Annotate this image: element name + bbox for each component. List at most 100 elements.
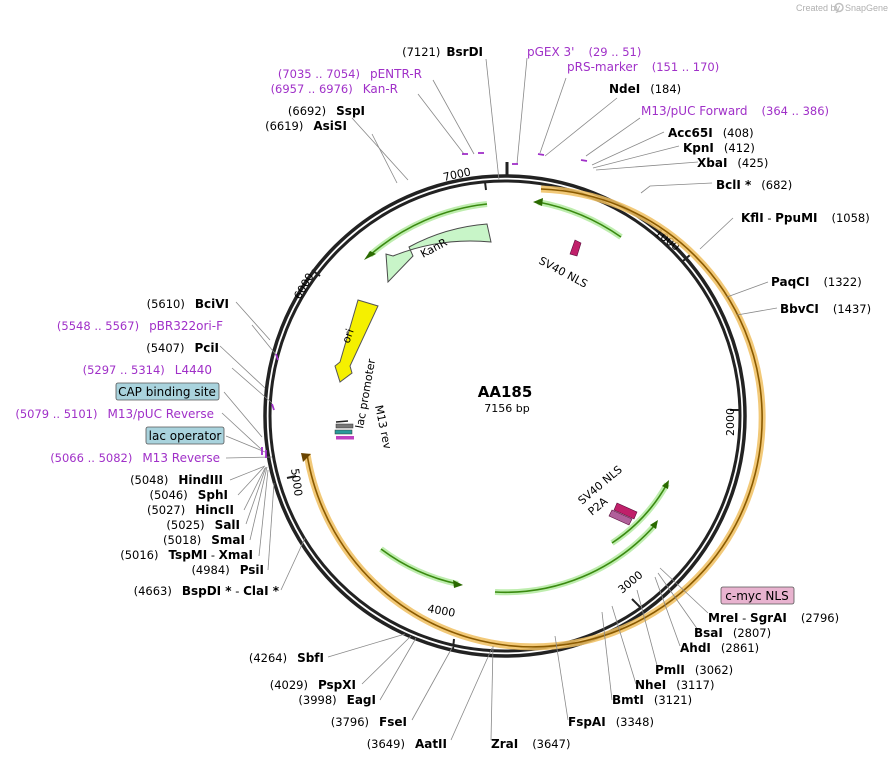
- svg-text:PaqCI(1322): PaqCI(1322): [771, 275, 862, 289]
- site-ndei: NdeI(184): [609, 82, 681, 96]
- svg-text:(6619)AsiSI: (6619)AsiSI: [265, 119, 347, 133]
- svg-text:PmlI(3062): PmlI(3062): [655, 663, 733, 677]
- credit-prefix: Created by: [796, 3, 841, 13]
- site-bbvci: BbvCI(1437): [780, 302, 871, 316]
- tick-label-7000: 7000: [442, 165, 472, 184]
- site-bcli: BclI *(682): [716, 178, 792, 192]
- primer-m13-reverse: (5066 .. 5082)M13 Reverse: [50, 451, 220, 465]
- lac-operator-label: lac operator: [149, 429, 222, 443]
- c-myc-nls-label: c-myc NLS: [725, 589, 788, 603]
- site-hindiii: (5048)HindIII: [130, 473, 223, 487]
- svg-text:(5018)SmaI: (5018)SmaI: [163, 533, 245, 547]
- site-smai: (5018)SmaI: [163, 533, 245, 547]
- site-bcivi: (5610)BciVI: [147, 297, 229, 311]
- site-sspi: (6692)SspI: [288, 104, 365, 118]
- primer-pentr-r: (7035 .. 7054)pENTR-R: [278, 67, 422, 81]
- leader-lines: [219, 57, 778, 741]
- svg-text:BsaI(2807): BsaI(2807): [694, 626, 771, 640]
- lac-promoter-label: lac promoter: [353, 357, 378, 429]
- site-acc65i: Acc65I(408): [668, 126, 754, 140]
- ori-label: ori: [340, 327, 357, 345]
- svg-text:NheI(3117): NheI(3117): [635, 678, 714, 692]
- svg-text:(5066 .. 5082)M13 Reverse: (5066 .. 5082)M13 Reverse: [50, 451, 220, 465]
- site-sali: (5025)SalI: [166, 518, 240, 532]
- svg-text:(5079 .. 5101)M13/pUC Reverse: (5079 .. 5101)M13/pUC Reverse: [15, 407, 214, 421]
- ori-feature-arrow: [334, 299, 379, 383]
- tick-label-2000: 2000: [724, 408, 737, 436]
- svg-text:FspAI(3348): FspAI(3348): [568, 715, 654, 729]
- svg-text:(3649)AatII: (3649)AatII: [367, 737, 447, 751]
- green-arcs: [364, 198, 670, 596]
- svg-text:pRS-marker(151 .. 170): pRS-marker(151 .. 170): [567, 60, 719, 74]
- site-pcii: (5407)PciI: [146, 341, 219, 355]
- svg-text:M13/pUC Forward(364 .. 386): M13/pUC Forward(364 .. 386): [641, 104, 829, 118]
- svg-text:(5407)PciI: (5407)PciI: [146, 341, 219, 355]
- site-sbfi: (4264)SbfI: [249, 651, 324, 665]
- svg-text:(5025)SalI: (5025)SalI: [166, 518, 240, 532]
- site-psii: (4984)PsiI: [191, 563, 264, 577]
- tick-label-4000: 4000: [426, 602, 456, 620]
- tick-label-3000: 3000: [616, 568, 646, 596]
- site-kpni: KpnI(412): [683, 141, 755, 155]
- svg-text:ZraI(3647): ZraI(3647): [491, 737, 570, 751]
- site-fspai: FspAI(3348): [568, 715, 654, 729]
- site-nhei: NheI(3117): [635, 678, 714, 692]
- site-bspdi-clai: (4663)BspDI * - ClaI *: [134, 584, 280, 598]
- svg-text:(5048)HindIII: (5048)HindIII: [130, 473, 223, 487]
- svg-text:KflI - PpuMI(1058): KflI - PpuMI(1058): [741, 211, 870, 225]
- svg-text:(4663)BspDI * - ClaI *: (4663)BspDI * - ClaI *: [134, 584, 280, 598]
- site-hincii: (5027)HincII: [147, 503, 234, 517]
- orf-orange-line: [306, 188, 763, 648]
- svg-text:(6957 .. 6976)Kan-R: (6957 .. 6976)Kan-R: [271, 82, 398, 96]
- site-bsrdi: (7121)BsrDI: [402, 45, 483, 59]
- cap-binding-site-label: CAP binding site: [118, 385, 216, 399]
- sv40-nls-top-mark: [569, 239, 582, 257]
- cap-binding-site-tag: CAP binding site: [115, 382, 220, 401]
- backbone-inner: [268, 179, 742, 653]
- primer-pgex3: pGEX 3'(29 .. 51): [527, 45, 641, 59]
- site-aatii: (3649)AatII: [367, 737, 447, 751]
- lac-operator-tag: lac operator: [145, 426, 225, 445]
- site-eagi: (3998)EagI: [298, 693, 376, 707]
- site-xbai: XbaI(425): [697, 156, 768, 170]
- svg-text:AhdI(2861): AhdI(2861): [680, 641, 759, 655]
- kanr-feature-arrow: [385, 223, 492, 284]
- tick-label-6000: 6000: [291, 271, 316, 302]
- sv40-nls-top-label: SV40 NLS: [537, 254, 590, 291]
- primer-m13-puc-reverse: (5079 .. 5101)M13/pUC Reverse: [15, 407, 214, 421]
- primer-marks: [261, 152, 588, 458]
- svg-text:BclI *(682): BclI *(682): [716, 178, 792, 192]
- primer-m13-puc-forward: M13/pUC Forward(364 .. 386): [641, 104, 829, 118]
- svg-text:BmtI(3121): BmtI(3121): [612, 693, 692, 707]
- tick-label-5000: 5000: [288, 468, 305, 498]
- svg-text:(7035 .. 7054)pENTR-R: (7035 .. 7054)pENTR-R: [278, 67, 422, 81]
- svg-text:MreI - SgrAI(2796): MreI - SgrAI(2796): [708, 611, 839, 625]
- primer-prs-marker: pRS-marker(151 .. 170): [567, 60, 719, 74]
- credit-brand: SnapGene: [845, 3, 888, 13]
- c-myc-nls-tag: c-myc NLS: [720, 586, 795, 605]
- site-ahdi: AhdI(2861): [680, 641, 759, 655]
- svg-text:(5046)SphI: (5046)SphI: [150, 488, 229, 502]
- svg-text:Acc65I(408): Acc65I(408): [668, 126, 754, 140]
- backbone-outer: [263, 174, 747, 658]
- site-sphi: (5046)SphI: [150, 488, 229, 502]
- svg-text:(5027)HincII: (5027)HincII: [147, 503, 234, 517]
- svg-text:pGEX 3'(29 .. 51): pGEX 3'(29 .. 51): [527, 45, 641, 59]
- lac-feature-marks: [334, 420, 354, 440]
- svg-text:(7121)BsrDI: (7121)BsrDI: [402, 45, 483, 59]
- sv40-p2a-marks: [608, 502, 638, 526]
- site-bmti: BmtI(3121): [612, 693, 692, 707]
- site-paqci: PaqCI(1322): [771, 275, 862, 289]
- svg-text:(5016)TspMI - XmaI: (5016)TspMI - XmaI: [120, 548, 253, 562]
- primer-pbr322ori-f: (5548 .. 5567)pBR322ori-F: [57, 319, 223, 333]
- site-bsai: BsaI(2807): [694, 626, 771, 640]
- svg-text:(5548 .. 5567)pBR322ori-F: (5548 .. 5567)pBR322ori-F: [57, 319, 223, 333]
- svg-text:NdeI(184): NdeI(184): [609, 82, 681, 96]
- svg-text:(4984)PsiI: (4984)PsiI: [191, 563, 264, 577]
- svg-text:(5610)BciVI: (5610)BciVI: [147, 297, 229, 311]
- site-pspxi: (4029)PspXI: [270, 678, 356, 692]
- primer-kan-r: (6957 .. 6976)Kan-R: [271, 82, 398, 96]
- site-zrai: ZraI(3647): [491, 737, 570, 751]
- site-kfli-ppumi: KflI - PpuMI(1058): [741, 211, 870, 225]
